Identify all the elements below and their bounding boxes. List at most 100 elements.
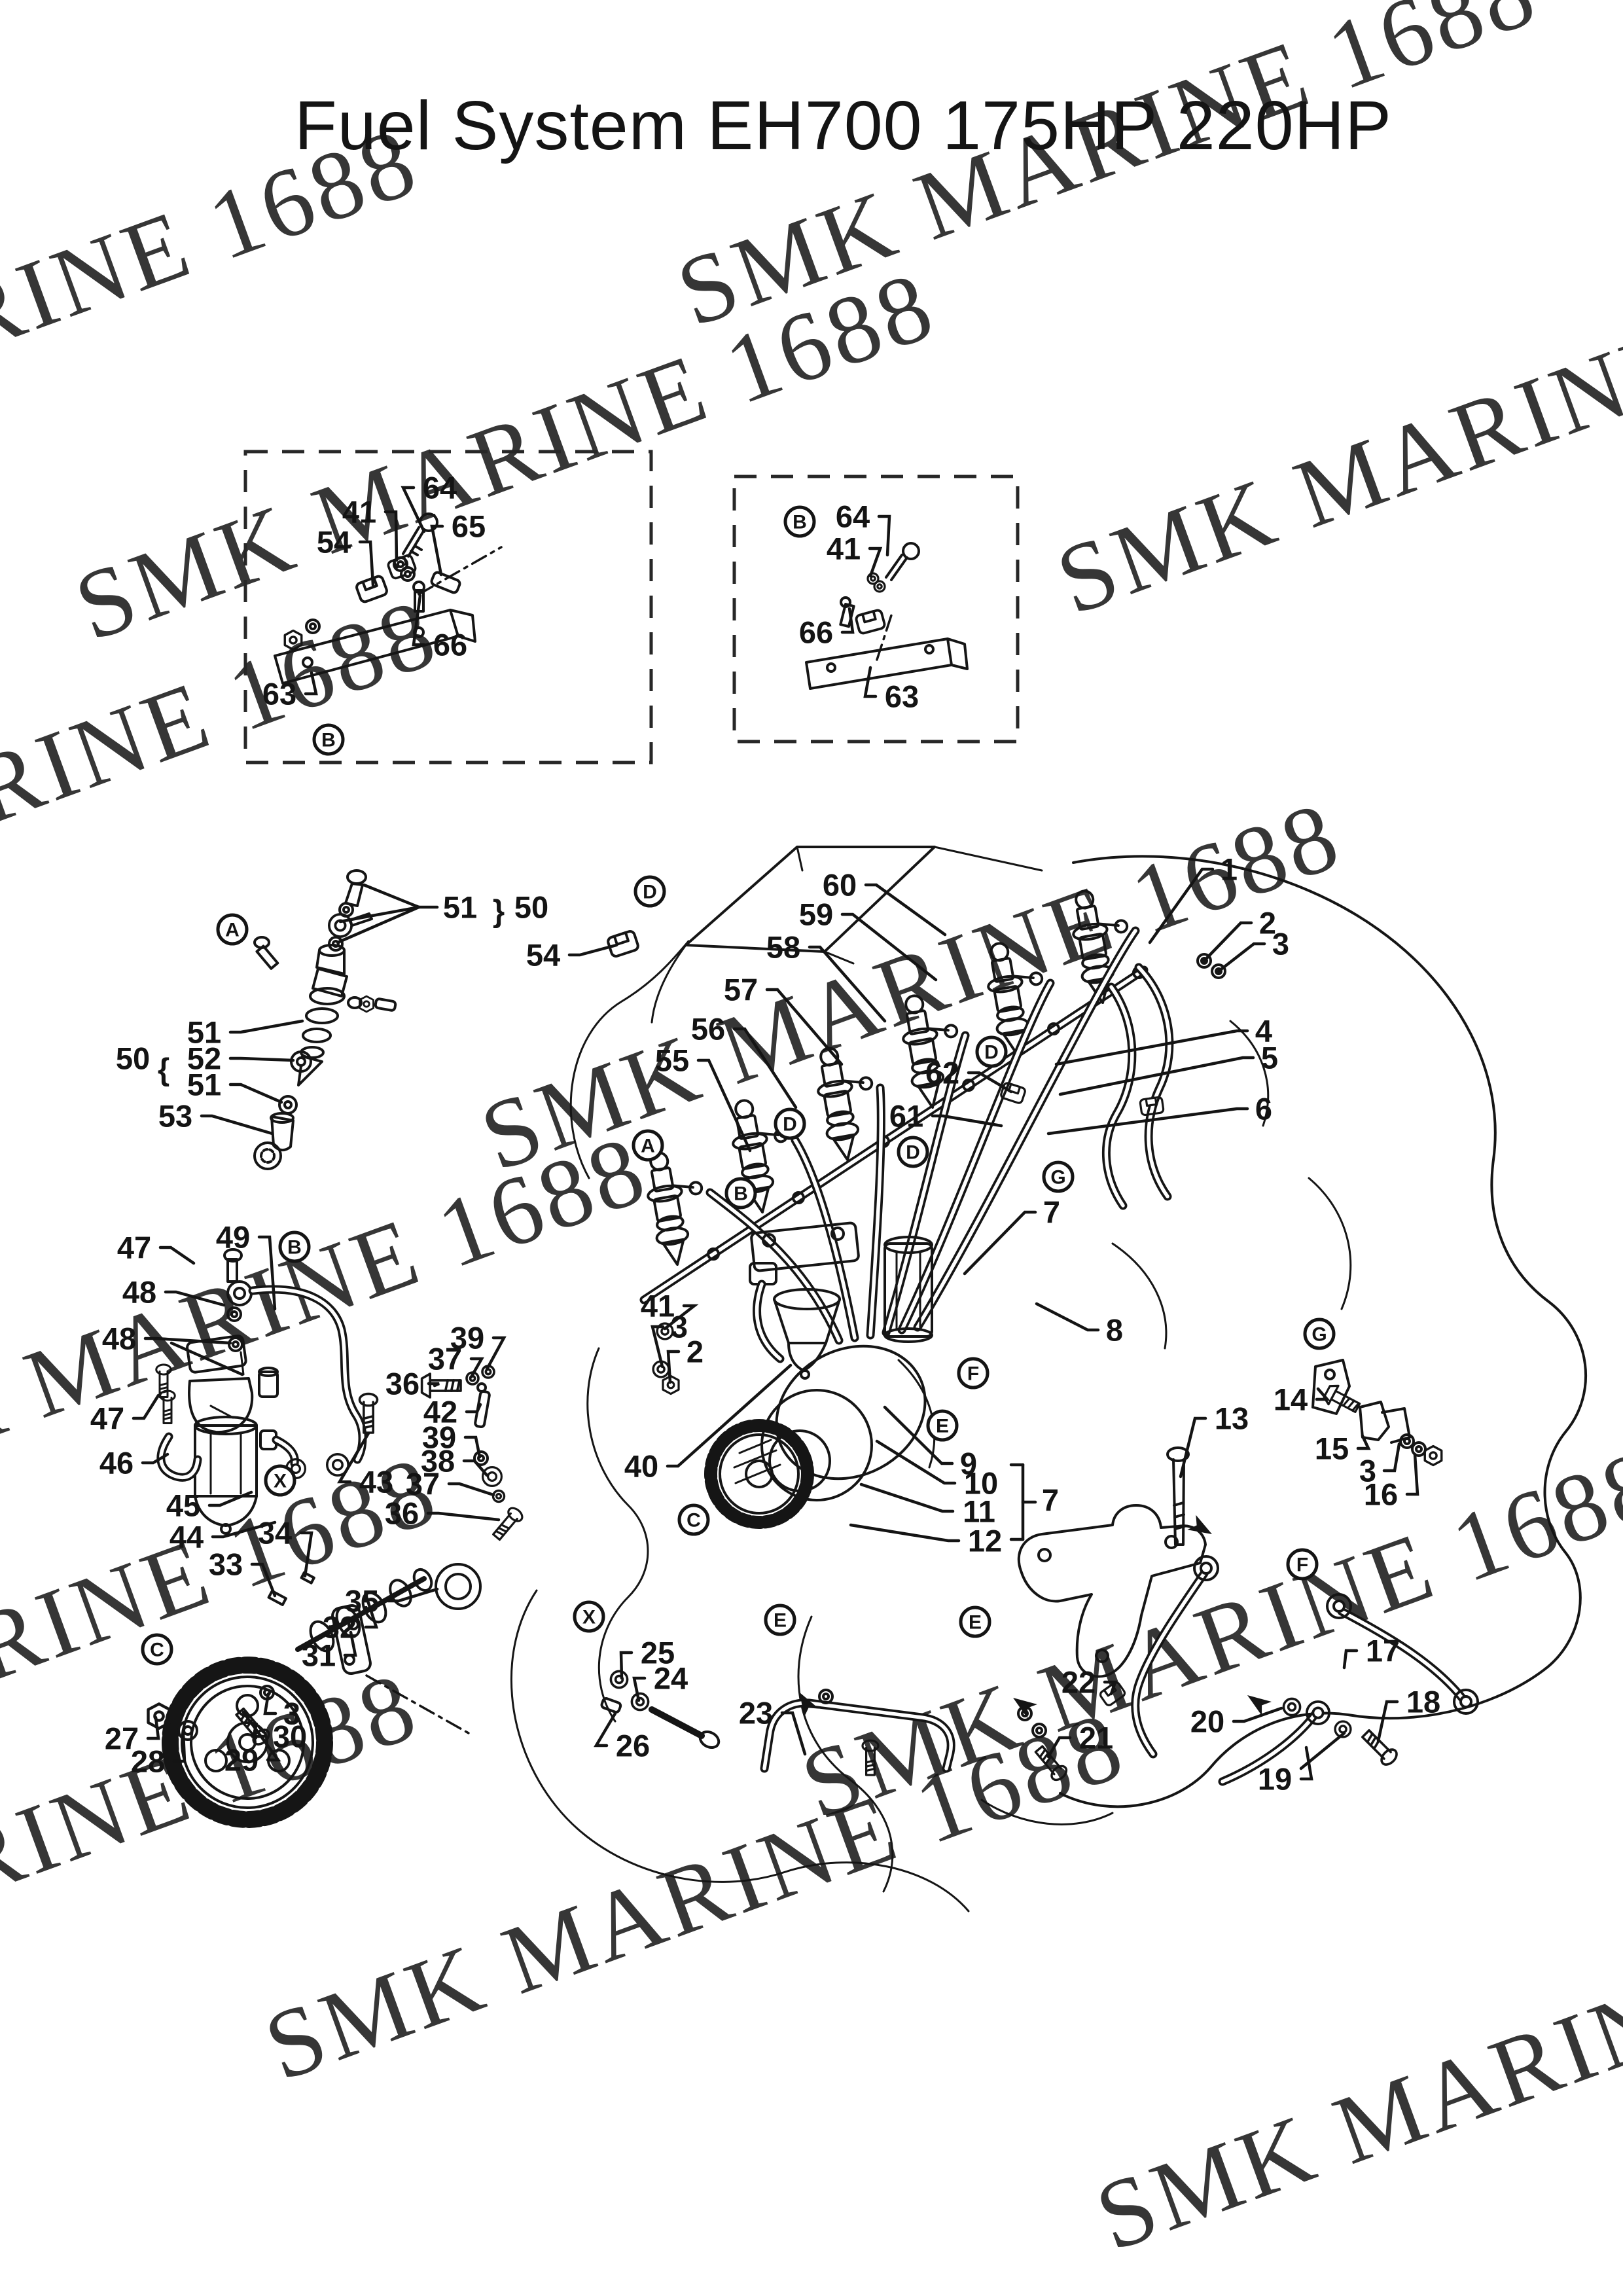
leader-line-36 bbox=[427, 1382, 440, 1388]
leader-line-28 bbox=[172, 1730, 187, 1763]
ref-letter-text: G bbox=[1050, 1167, 1065, 1189]
leader-line-3 bbox=[1217, 942, 1266, 973]
ref-letter-C: C bbox=[141, 1633, 173, 1666]
leader-line-40 bbox=[666, 1363, 793, 1468]
inset-box-right bbox=[732, 475, 1020, 744]
ref-letter-B: B bbox=[312, 723, 345, 756]
leader-line-58 bbox=[808, 945, 887, 1023]
injection-pipes bbox=[705, 926, 1174, 1345]
ref-letter-A: A bbox=[216, 913, 249, 946]
part-callout-46: 46 bbox=[99, 1446, 134, 1480]
leader-line-8 bbox=[1035, 1302, 1100, 1332]
part-callout-54: 54 bbox=[526, 938, 560, 973]
part-callout-25: 25 bbox=[641, 1636, 675, 1670]
part-callout-2: 2 bbox=[687, 1335, 704, 1369]
part-callout-41: 41 bbox=[827, 531, 861, 566]
ref-letter-X: X bbox=[264, 1464, 296, 1497]
part-callout-57: 57 bbox=[724, 973, 758, 1007]
fuel-hose-art bbox=[1218, 1593, 1479, 1786]
ref-letter-circle bbox=[764, 1604, 796, 1636]
leader-line-41 bbox=[383, 510, 399, 562]
part-callout-27: 27 bbox=[105, 1721, 139, 1756]
part-callout-65: 65 bbox=[452, 509, 486, 544]
part-callout-5: 5 bbox=[1261, 1041, 1278, 1075]
leader-line-27 bbox=[146, 1715, 160, 1740]
leader-line-51 bbox=[228, 1083, 283, 1104]
ref-letter-circle bbox=[278, 1230, 311, 1263]
ref-letter-text: E bbox=[936, 1416, 949, 1437]
part-callout-29: 29 bbox=[224, 1743, 259, 1778]
ref-letter-text: E bbox=[969, 1612, 982, 1634]
part-callout-66: 66 bbox=[433, 628, 467, 662]
part-callout-28: 28 bbox=[131, 1744, 165, 1779]
part-callout-1: 1 bbox=[1221, 852, 1238, 887]
part-callout-63: 63 bbox=[885, 679, 919, 714]
leader-line-5 bbox=[1058, 1056, 1255, 1096]
leader-line-15 bbox=[1356, 1434, 1371, 1450]
ref-letter-D: D bbox=[897, 1136, 929, 1168]
assembly-arrow-icon bbox=[1242, 1688, 1272, 1716]
leader-line-44 bbox=[211, 1520, 277, 1539]
leader-line-37 bbox=[469, 1357, 484, 1379]
leader-line-41 bbox=[663, 1304, 699, 1331]
part-callout-41: 41 bbox=[342, 495, 376, 529]
leader-line-41 bbox=[868, 547, 883, 578]
leader-line-34 bbox=[299, 1531, 313, 1578]
leader-line-47 bbox=[132, 1393, 160, 1420]
leader-line-43 bbox=[337, 1431, 370, 1484]
part-callout-9: 9 bbox=[960, 1446, 977, 1481]
leader-line-12 bbox=[849, 1523, 961, 1543]
ref-letter-D: D bbox=[774, 1107, 806, 1140]
part-callout-14: 14 bbox=[1274, 1382, 1308, 1417]
part-callout-47: 47 bbox=[117, 1230, 151, 1265]
part-callout-58: 58 bbox=[766, 930, 800, 965]
part-callout-39: 39 bbox=[450, 1321, 484, 1355]
ref-letter-D: D bbox=[975, 1035, 1008, 1068]
leader-line-51 bbox=[228, 1019, 304, 1034]
part-callout-10: 10 bbox=[964, 1466, 998, 1501]
ref-letter-F: F bbox=[957, 1357, 990, 1390]
leader-line-48 bbox=[164, 1290, 226, 1307]
leader-line-25 bbox=[619, 1651, 633, 1680]
part-callout-37: 37 bbox=[406, 1467, 440, 1501]
leader-line-38 bbox=[462, 1459, 489, 1477]
ref-letter-C: C bbox=[677, 1503, 710, 1536]
leader-line-13 bbox=[1179, 1416, 1207, 1479]
leader-line-36 bbox=[426, 1511, 501, 1522]
leader-line-11 bbox=[859, 1482, 955, 1513]
ref-letter-circle bbox=[312, 723, 345, 756]
leader-line-53 bbox=[200, 1114, 274, 1136]
ref-letter-circle bbox=[783, 505, 816, 538]
inset-box-left bbox=[243, 450, 653, 764]
leader-line-66 bbox=[412, 594, 426, 647]
part-callout-20: 20 bbox=[1190, 1704, 1224, 1739]
inset-boxes bbox=[243, 450, 1020, 764]
ref-letter-circle bbox=[141, 1633, 173, 1666]
leader-line-37 bbox=[447, 1482, 495, 1497]
part-callout-6: 6 bbox=[1255, 1092, 1272, 1126]
leader-line-23 bbox=[780, 1711, 807, 1756]
part-callout-26: 26 bbox=[616, 1729, 650, 1763]
ref-letter-circle bbox=[1303, 1318, 1336, 1350]
leader-line-52 bbox=[228, 1056, 295, 1062]
mount-bracket-art bbox=[1017, 1446, 1219, 1784]
ref-letter-text: A bbox=[225, 920, 240, 941]
ref-letter-text: B bbox=[734, 1183, 748, 1205]
part-callout-66: 66 bbox=[799, 615, 833, 650]
leader-line-extra bbox=[169, 1341, 244, 1376]
leader-line-65 bbox=[430, 524, 444, 577]
leader-line-22 bbox=[1103, 1680, 1118, 1696]
ref-letter-circle bbox=[633, 875, 666, 908]
leader-line-extra bbox=[362, 883, 421, 909]
leader-line-63 bbox=[863, 666, 878, 698]
leader-line-10 bbox=[875, 1439, 957, 1485]
ref-letter-text: G bbox=[1311, 1324, 1327, 1346]
ref-letter-text: X bbox=[582, 1607, 596, 1628]
leader-line-61 bbox=[931, 1114, 1003, 1128]
ref-letter-X: X bbox=[573, 1600, 605, 1633]
ref-letter-text: C bbox=[687, 1510, 701, 1532]
part-callout-55: 55 bbox=[655, 1043, 689, 1078]
part-callout-53: 53 bbox=[158, 1099, 192, 1134]
